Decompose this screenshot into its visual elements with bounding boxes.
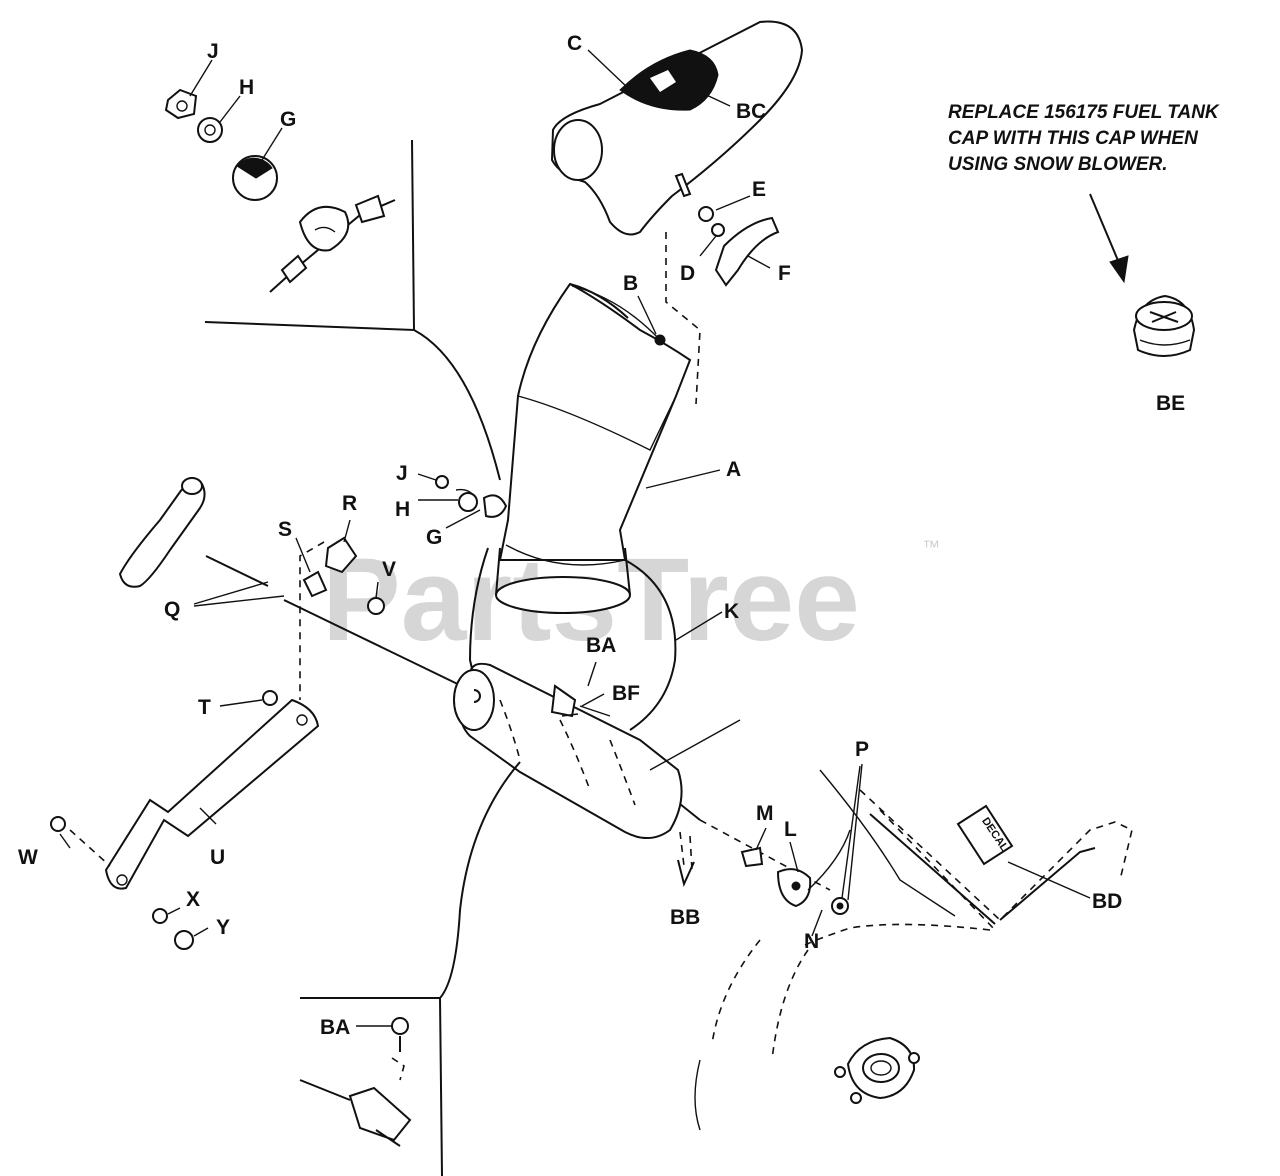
label-x: X: [186, 888, 200, 911]
chute-mount-hardware: [435, 475, 508, 518]
bracket-hardware: [299, 536, 385, 700]
decal-tag: DECAL: [956, 804, 1091, 899]
mount-bottom-right: [834, 1036, 920, 1104]
frame-lower-right: [694, 769, 1133, 1131]
label-ba-bottom: BA: [320, 1016, 350, 1039]
dashed-guide-deflector: [665, 232, 701, 405]
chute-deflector: [550, 20, 804, 236]
label-bb: BB: [670, 906, 700, 929]
label-r: R: [342, 492, 357, 515]
frame-lower-vertical: [439, 997, 443, 1176]
label-f: F: [778, 262, 791, 285]
fuel-tank-cap: [1089, 193, 1196, 357]
label-t: T: [198, 696, 211, 719]
leader-housing: [649, 719, 741, 771]
bracket-u: [50, 690, 320, 950]
label-g-mid: G: [426, 526, 442, 549]
label-s: S: [278, 518, 292, 541]
inset-hardware-bottom: [299, 1017, 412, 1147]
frame-lower: [300, 761, 521, 999]
label-be: BE: [1156, 392, 1185, 415]
inset-hardware-top: [164, 88, 396, 293]
label-j-top: J: [207, 40, 219, 63]
discharge-chute: [495, 282, 692, 614]
leader-lines: [59, 49, 863, 1027]
label-c: C: [567, 32, 582, 55]
label-v: V: [382, 558, 396, 581]
deflector-hardware: [698, 206, 780, 287]
label-q: Q: [164, 598, 180, 621]
label-bc: BC: [736, 100, 766, 123]
instruction-note: REPLACE 156175 FUEL TANK CAP WITH THIS C…: [948, 102, 1220, 175]
label-k: K: [724, 600, 739, 623]
label-h-mid: H: [395, 498, 410, 521]
label-n: N: [804, 930, 819, 953]
watermark-trademark: ™: [922, 537, 940, 557]
label-g-top: G: [280, 108, 296, 131]
label-y: Y: [216, 916, 230, 939]
label-l: L: [784, 818, 797, 841]
label-b: B: [623, 272, 638, 295]
label-bf: BF: [612, 682, 640, 705]
crank-housing: [453, 662, 701, 839]
bb-arrows: [677, 831, 695, 888]
note-line-1: REPLACE 156175 FUEL TANK: [948, 102, 1220, 123]
label-e: E: [752, 178, 766, 201]
note-line-3: USING SNOW BLOWER.: [948, 154, 1168, 175]
inset-frame-top: [204, 139, 501, 481]
label-h-top: H: [239, 76, 254, 99]
label-u: U: [210, 846, 225, 869]
linkage-right: [699, 765, 861, 915]
label-j-mid: J: [396, 462, 408, 485]
label-a: A: [726, 458, 741, 481]
label-m: M: [756, 802, 774, 825]
label-ba-mid: BA: [586, 634, 616, 657]
label-w: W: [18, 846, 38, 869]
label-p: P: [855, 738, 869, 761]
note-line-2: CAP WITH THIS CAP WHEN: [948, 128, 1199, 149]
crank-rod: [118, 477, 471, 691]
label-bd: BD: [1092, 890, 1122, 913]
label-d: D: [680, 262, 695, 285]
